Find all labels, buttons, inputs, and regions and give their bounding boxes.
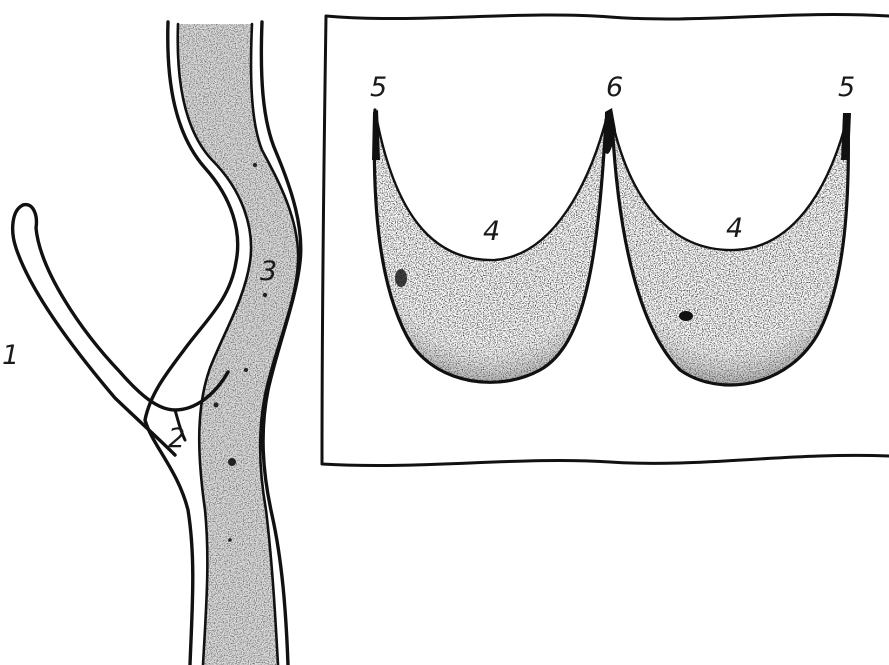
label-5-right: 5 <box>838 72 855 103</box>
vessel-illustration <box>13 20 305 665</box>
label-3: 3 <box>260 256 277 287</box>
label-5-left: 5 <box>370 72 387 103</box>
valve-cusp-right <box>600 100 860 410</box>
label-6: 6 <box>606 72 623 103</box>
label-4-left: 4 <box>483 216 500 247</box>
vessel-lumen <box>175 20 305 665</box>
valve-cusp-left <box>360 100 620 410</box>
label-4-right: 4 <box>726 213 743 244</box>
label-2: 2 <box>168 423 185 454</box>
label-1: 1 <box>2 340 19 371</box>
side-branch-inner <box>23 205 228 410</box>
